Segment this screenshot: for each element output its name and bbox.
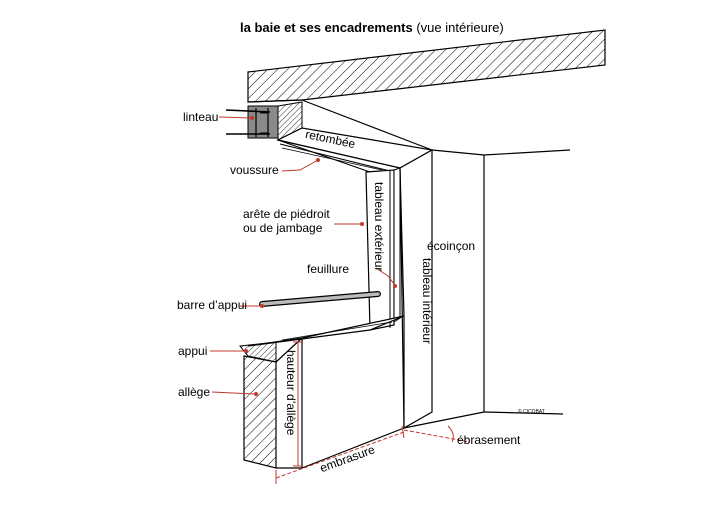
label-voussure: voussure	[230, 163, 279, 177]
label-ebrasement: ébrasement	[457, 433, 521, 447]
diagram-title: la baie et ses encadrements (vue intérie…	[240, 20, 504, 35]
label-arete-line1: arête de piédroit	[243, 207, 330, 221]
title-bold: la baie et ses encadrements	[240, 20, 413, 35]
title-subtitle: (vue intérieure)	[416, 20, 504, 35]
label-tableau-exterieur: tableau extérieur	[372, 182, 386, 272]
label-feuillure: feuillure	[307, 262, 350, 276]
window-opening	[247, 127, 434, 430]
label-barre-appui: barre d’appui	[177, 298, 248, 312]
ceiling-slab	[247, 29, 606, 103]
label-linteau: linteau	[183, 110, 219, 124]
room-walls	[301, 99, 571, 429]
label-hauteur-allege: hauteur d’allège	[284, 350, 298, 436]
label-arete-line2: ou de jambage	[243, 221, 323, 235]
leader-lines	[210, 116, 471, 484]
label-ecoincon: écoinçon	[427, 239, 476, 253]
label-allege: allège	[178, 385, 211, 399]
guard-rail	[259, 291, 381, 307]
label-tableau-interieur: tableau intérieur	[420, 258, 434, 345]
copyright-notice: © CICOBAT	[518, 409, 545, 415]
label-appui: appui	[178, 344, 208, 358]
